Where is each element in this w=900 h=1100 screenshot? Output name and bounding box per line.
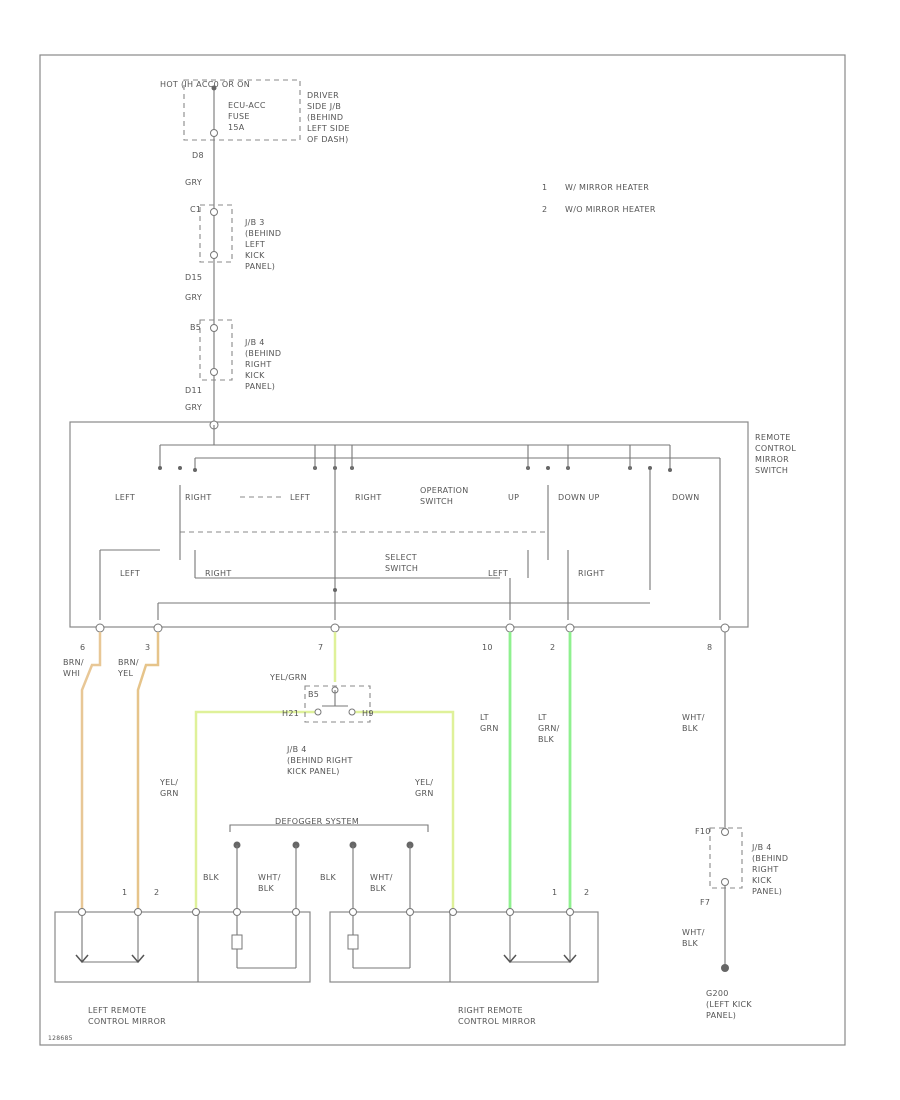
ground-pin-top: F10 — [695, 827, 711, 836]
defogger-system: DEFOGGER SYSTEM BLK WHT/BLK BLK WHT/BLK — [203, 817, 429, 910]
ground-wire: WHT/BLK — [682, 928, 705, 948]
wire-yel-grn-left: YEL/GRN — [159, 778, 179, 798]
motor-icon — [131, 954, 145, 964]
ground-pin-bottom: F7 — [700, 898, 710, 907]
legend: 1 W/ MIRROR HEATER 2 W/O MIRROR HEATER — [542, 183, 656, 214]
left-mirror-pin-2: 2 — [154, 888, 159, 897]
defogger-whtblk-2: WHT/BLK — [370, 873, 393, 893]
switch-right2: RIGHT — [355, 493, 382, 502]
jb3-wire: GRY — [185, 293, 202, 302]
switch-down: DOWN — [672, 493, 700, 502]
wire-yel-grn: YEL/GRN — [269, 673, 307, 682]
jb4-top-wire: GRY — [185, 403, 202, 412]
switch-right-top: RIGHT — [185, 493, 212, 502]
switch-pins: 6 3 7 10 2 8 — [80, 623, 730, 652]
switch-left-bottom: LEFT — [120, 569, 140, 578]
motor-icon — [563, 954, 577, 964]
jb3-pin-top: C1 — [190, 205, 201, 214]
switch-right-lower: RIGHT — [578, 569, 605, 578]
figure-code: 128685 — [48, 1035, 73, 1042]
jb3-pin-bottom: D15 — [185, 273, 202, 282]
legend-num-2: 2 — [542, 205, 547, 214]
legend-num-1: 1 — [542, 183, 547, 192]
switch-left-lower: LEFT — [488, 569, 508, 578]
switch-down-up: DOWN UP — [558, 493, 600, 502]
heater-icon — [231, 934, 243, 950]
wire-yel-grn-right: YEL/GRN — [414, 778, 434, 798]
pin-3: 3 — [145, 643, 150, 652]
diagram-frame — [39, 54, 846, 1046]
defogger-blk-2: BLK — [320, 873, 337, 882]
switch-left2: LEFT — [290, 493, 310, 502]
colored-wires — [80, 632, 726, 910]
left-mirror-pin-1: 1 — [122, 888, 127, 897]
pin-8: 8 — [707, 643, 712, 652]
legend-text-1: W/ MIRROR HEATER — [565, 183, 649, 192]
right-mirror-pin-1: 1 — [552, 888, 557, 897]
defogger-blk-1: BLK — [203, 873, 220, 882]
wire-gry-1: GRY — [185, 178, 202, 187]
wire-brn-whi: BRN/WHI — [63, 658, 84, 678]
defogger-title: DEFOGGER SYSTEM — [275, 817, 359, 826]
pin-10: 10 — [482, 643, 493, 652]
wire-brn-yel: BRN/YEL — [117, 658, 139, 678]
defogger-whtblk-1: WHT/BLK — [258, 873, 281, 893]
switch-up: UP — [508, 493, 519, 502]
jb4-top-pin-top: B5 — [190, 323, 201, 332]
pin-2: 2 — [550, 643, 555, 652]
switch-right-bottom: RIGHT — [205, 569, 232, 578]
switch-left: LEFT — [115, 493, 135, 502]
heater-icon — [347, 934, 359, 950]
hot-label: HOT (IH ACC0 OR ON — [160, 80, 250, 89]
jb4-mid-right-pin: H9 — [362, 709, 374, 718]
pin-d8: D8 — [192, 151, 204, 160]
jb4-mid-left-pin: H21 — [282, 709, 299, 718]
legend-text-2: W/O MIRROR HEATER — [565, 205, 656, 214]
motor-icon — [503, 954, 517, 964]
jb4-mid-pin: B5 — [308, 690, 319, 699]
right-mirror-pin-2: 2 — [584, 888, 589, 897]
pin-6: 6 — [80, 643, 85, 652]
jb4-top-pin-bottom: D11 — [185, 386, 202, 395]
pin-7: 7 — [318, 643, 323, 652]
wire-wht-blk: WHT/BLK — [682, 713, 705, 733]
motor-icon — [75, 954, 89, 964]
